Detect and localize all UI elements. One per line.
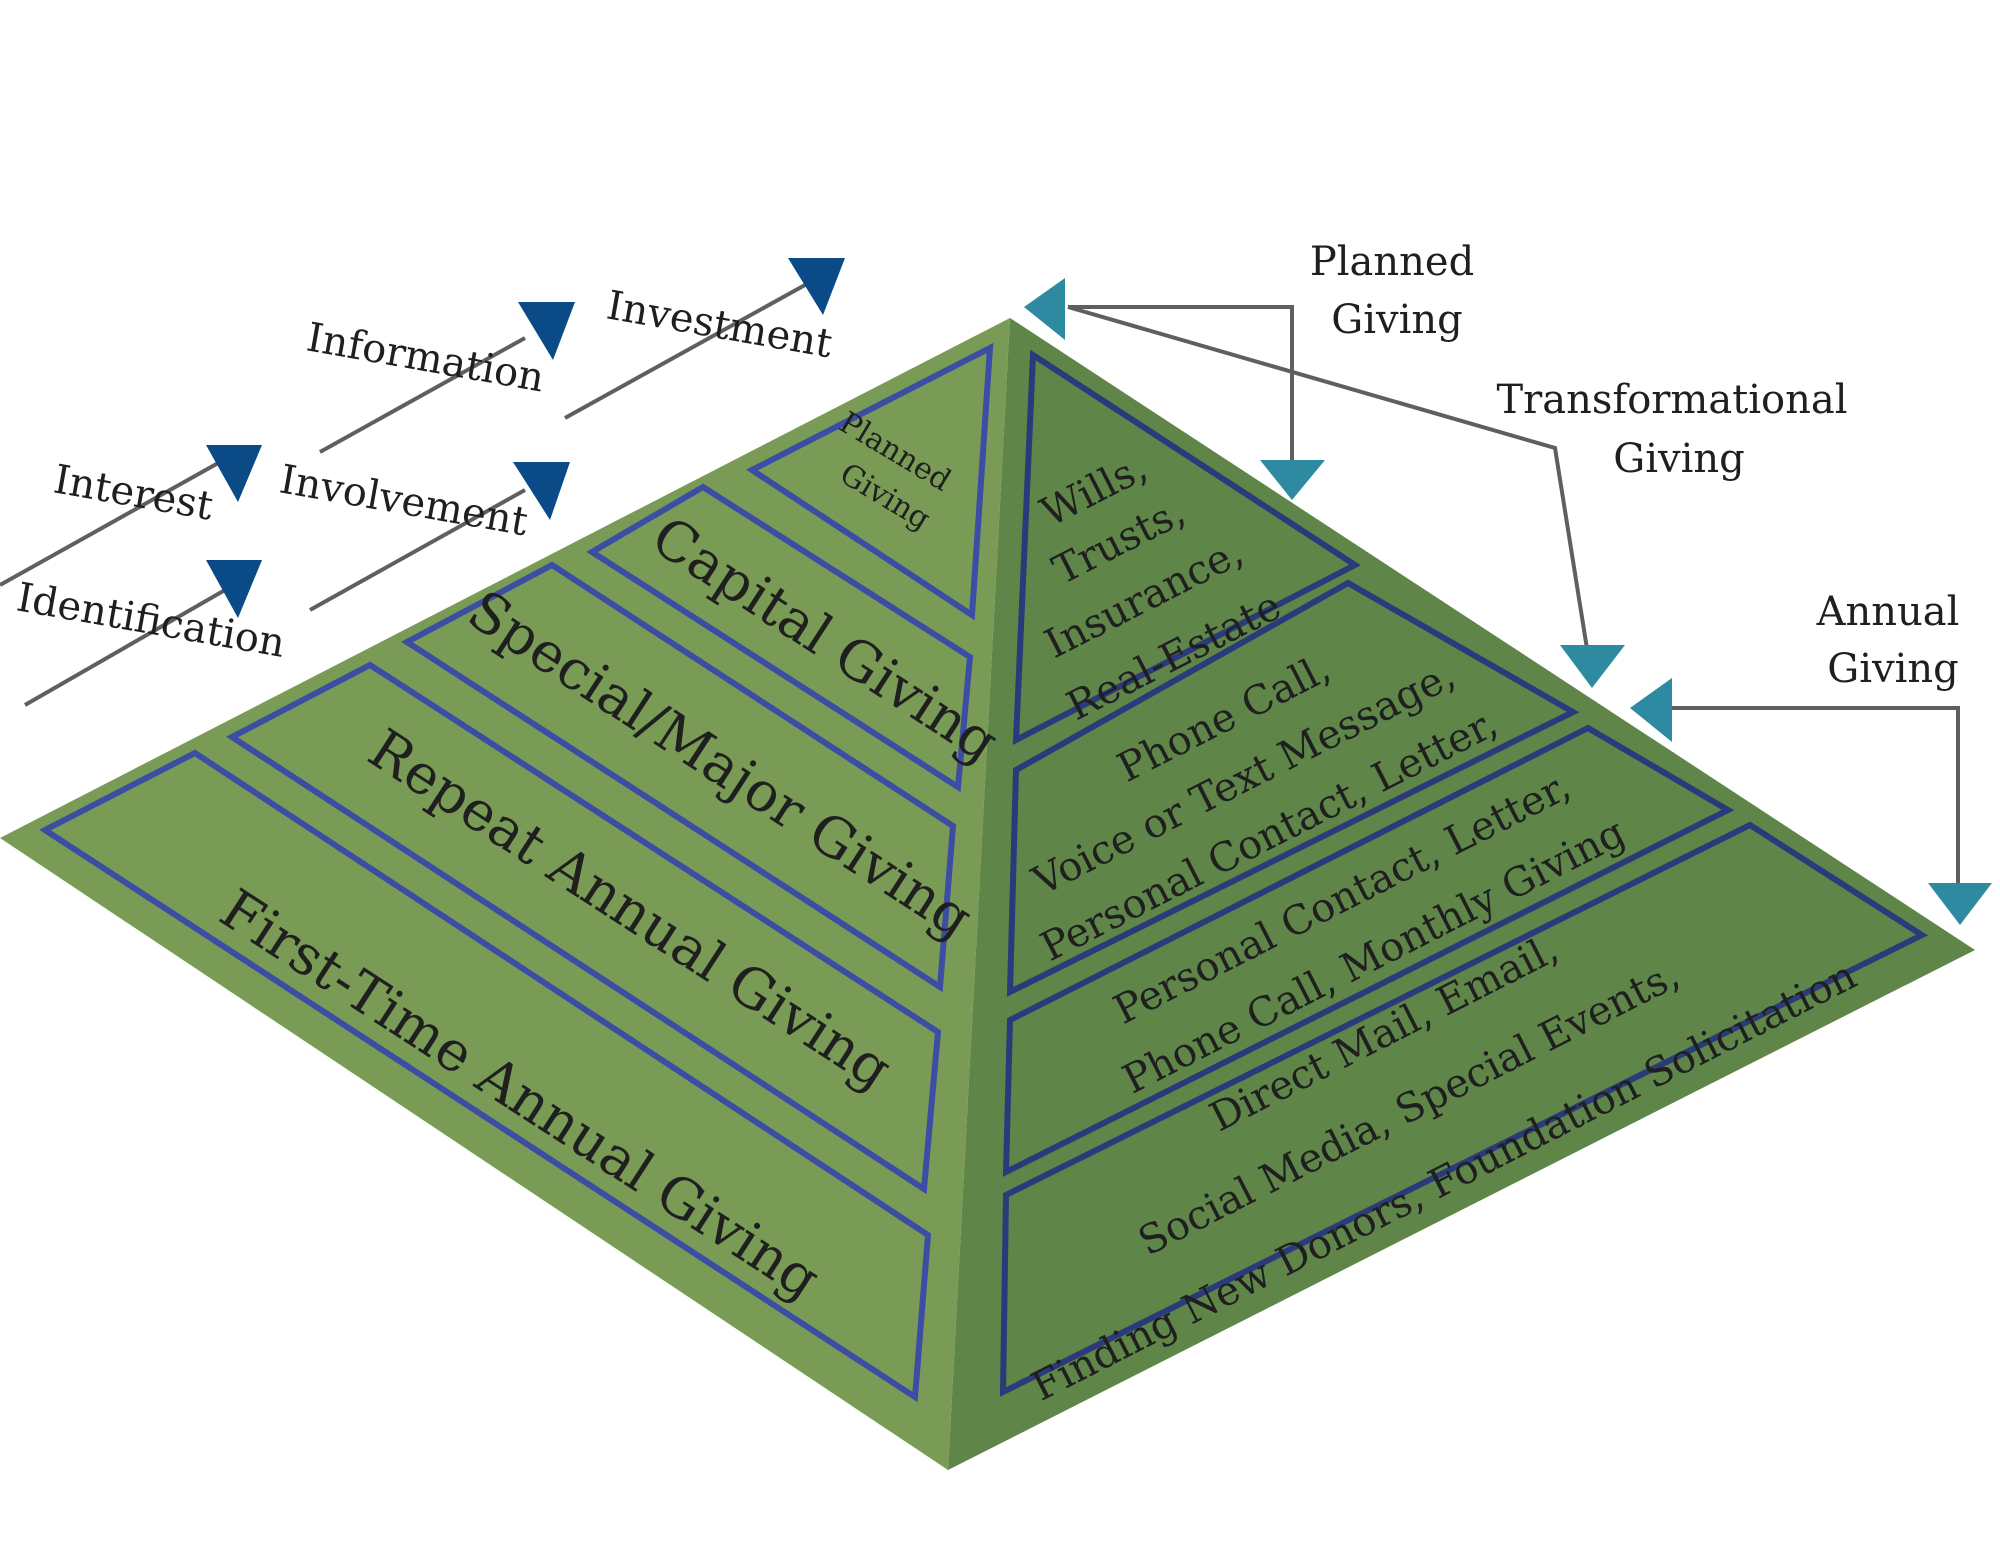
stage-investment: Investment: [603, 283, 835, 368]
top-bracket-arrow-icon: [1024, 278, 1065, 340]
annual-left-arrow-icon: [1630, 678, 1672, 742]
bracket-lines: [1067, 305, 1960, 890]
investment-arrow-icon: [788, 258, 845, 315]
planned-bracket-label-2: Giving: [1331, 297, 1463, 343]
transformational-bracket-label-2: Giving: [1613, 436, 1745, 482]
stage-lines: [0, 283, 806, 707]
pyramid-left-face: [0, 318, 1010, 1470]
stage-information: Information: [303, 315, 547, 402]
investment-line: [564, 283, 806, 420]
planned-bracket-line: [1068, 305, 1294, 470]
planned-arrow-icon: [1260, 460, 1325, 500]
involvement-line: [309, 488, 526, 612]
left-tier-outlines: [39, 342, 994, 1403]
right-tier-directmail-outline: [999, 821, 1929, 1397]
pyramid-right-face: [948, 318, 1975, 1470]
left-tier-repeat-outline: [226, 661, 942, 1195]
involvement-arrow-icon: [513, 462, 570, 520]
stage-interest: Interest: [50, 457, 216, 530]
transformational-bracket-line: [1067, 305, 1590, 656]
transformational-arrow-icon: [1560, 645, 1625, 688]
annual-down-arrow-icon: [1928, 883, 1992, 925]
annual-bracket-label-1: Annual: [1816, 589, 1960, 635]
identification-line: [24, 588, 226, 707]
right-tier-outlines: [999, 349, 1929, 1397]
identification-arrow-icon: [206, 560, 262, 618]
bracket-labels: Planned Giving Transformational Giving A…: [1310, 239, 1960, 692]
interest-line: [0, 460, 221, 587]
right-tier-wills-outline: [1012, 349, 1361, 746]
transformational-bracket-label-1: Transformational: [1496, 377, 1847, 423]
stage-involvement: Involvement: [276, 457, 531, 546]
stage-arrowheads: [206, 258, 845, 618]
annual-bracket-label-2: Giving: [1827, 646, 1959, 692]
left-tier-firsttime-outline: [39, 749, 932, 1403]
right-tier-phone-outline: [1006, 579, 1580, 997]
left-tier-capital-outline: [586, 483, 974, 793]
planned-bracket-label-1: Planned: [1310, 239, 1474, 285]
interest-arrow-icon: [206, 445, 262, 502]
annual-bracket-line: [1670, 706, 1960, 890]
right-tier-personal-outline: [1002, 724, 1735, 1177]
information-line: [319, 336, 526, 454]
bracket-arrowheads: [1024, 278, 1992, 925]
left-tier-planned-outline: [746, 342, 994, 621]
left-tier-special-outline: [401, 561, 957, 993]
information-arrow-icon: [518, 302, 575, 360]
